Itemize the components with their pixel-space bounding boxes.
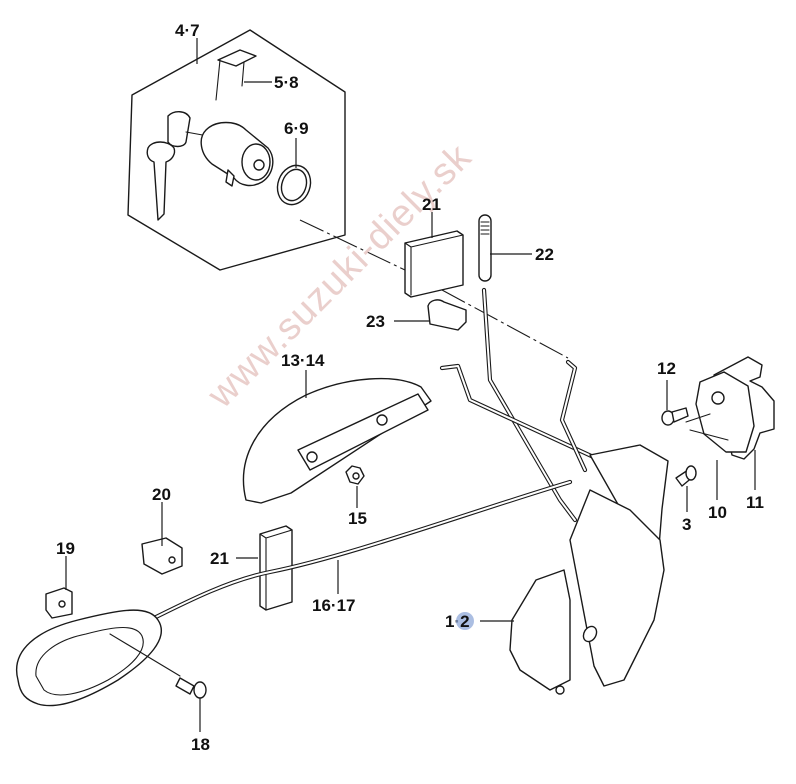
reference-lines: [299, 219, 569, 359]
callout-21-top[interactable]: 21: [422, 195, 441, 214]
outside-handle-illustration: [242, 377, 432, 504]
screw-18-illustration: [109, 633, 207, 699]
keys-illustration: [146, 111, 209, 221]
callout-19[interactable]: 19: [56, 539, 75, 558]
callout-22[interactable]: 22: [535, 245, 554, 264]
callout-1-2[interactable]: 1·2: [445, 612, 475, 631]
callout-23[interactable]: 23: [366, 312, 385, 331]
lock-cylinder-illustration: [200, 121, 274, 187]
striker-illustration: [685, 356, 775, 460]
callout-12[interactable]: 12: [657, 359, 676, 378]
leader-lines: [65, 38, 756, 732]
callout-3[interactable]: 3: [682, 515, 692, 534]
lock-cylinder-set-frame: [127, 29, 346, 271]
screw-12-illustration: [661, 407, 689, 426]
callout-11[interactable]: 11: [746, 493, 764, 512]
callout-21-bottom[interactable]: 21: [210, 549, 229, 568]
highlight-marker: [456, 612, 475, 630]
inside-handle-illustration: [15, 609, 163, 707]
door-lock-assembly-illustration: [509, 444, 669, 695]
callout-16-17[interactable]: 16·17: [312, 596, 356, 615]
screw-3-illustration: [675, 465, 697, 487]
callout-10[interactable]: 10: [708, 503, 727, 522]
callout-6-9[interactable]: 6·9: [284, 119, 309, 138]
callout-13-14[interactable]: 13·14: [281, 351, 325, 370]
nut-illustration: [345, 465, 365, 485]
inside-handle-cable-illustration: [147, 479, 573, 623]
clip-19-illustration: [45, 587, 73, 619]
seal-ring-illustration: [276, 164, 312, 206]
callout-18[interactable]: 18: [191, 735, 210, 754]
connecting-rods: [439, 287, 603, 523]
foam-pad-top-illustration: [404, 230, 464, 298]
callout-4-7[interactable]: 4·7: [175, 21, 200, 40]
lock-rod-illustration: [478, 214, 492, 282]
clip-illustration: [215, 49, 257, 101]
callout-5-8[interactable]: 5·8: [274, 73, 299, 92]
callout-20[interactable]: 20: [152, 485, 171, 504]
callout-1-2-highlight-label: 2: [460, 612, 470, 631]
rod-holder-illustration: [141, 537, 183, 575]
callout-15[interactable]: 15: [348, 509, 367, 528]
rod-clip-illustration: [427, 299, 467, 331]
callout-1-2-highlight[interactable]: 2: [456, 612, 475, 631]
